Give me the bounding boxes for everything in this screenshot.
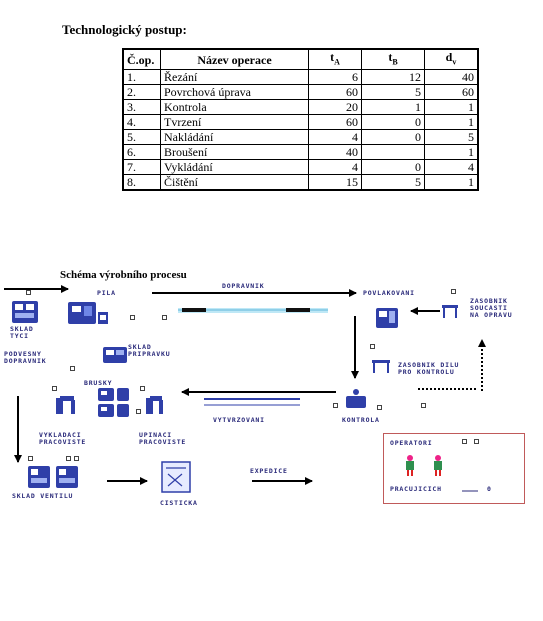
table-header-row: Č.op. Název operace tA tB dv — [122, 48, 479, 71]
status-square — [333, 403, 338, 408]
label-expedice: EXPEDICE — [250, 467, 288, 475]
label-pracujicich: PRACUJICICH — [390, 485, 442, 493]
label-vytvrzovani: VYTVRZOVANI — [213, 416, 265, 424]
label-podvesny-dopravnik: PODVESNY DOPRAVNIK — [4, 350, 47, 365]
status-square — [462, 439, 467, 444]
status-square — [136, 409, 141, 414]
operator-figure-2-icon — [434, 455, 442, 476]
status-square — [474, 439, 479, 444]
pila-icon — [68, 302, 108, 324]
label-operatori: OPERATORI — [390, 439, 433, 447]
label-sklad-pripravku: SKLAD PRIPRAVKU — [128, 343, 171, 358]
cell-ta: 40 — [308, 144, 362, 161]
brusky-icons — [98, 388, 129, 417]
label-zasobnik-soucasti: ZASOBNIK SOUCASTI NA OPRAVU — [470, 297, 513, 319]
cell-ta: 4 — [308, 159, 362, 176]
cell-dv: 4 — [424, 159, 479, 176]
cell-cop: 8. — [122, 174, 161, 191]
status-square — [74, 456, 79, 461]
label-pracujicich-count: 0 — [487, 485, 492, 493]
status-square — [377, 405, 382, 410]
status-square — [28, 456, 33, 461]
table-heading: Technologický postup: — [62, 22, 187, 37]
label-dopravnik: DOPRAVNIK — [222, 282, 265, 290]
status-square — [66, 456, 71, 461]
cell-tb: 0 — [361, 129, 425, 146]
status-square — [140, 386, 145, 391]
sklad-tyci-icon — [12, 301, 38, 323]
status-square — [421, 403, 426, 408]
cell-tb: 5 — [361, 174, 425, 191]
sklad-pripravku-icon — [103, 347, 127, 363]
cell-ta: 15 — [308, 174, 362, 191]
kontrola-icon — [346, 389, 366, 408]
cell-tb: 12 — [361, 69, 425, 86]
label-vykladaci: VYKLADACI PRACOVISTE — [39, 431, 87, 446]
sklad-ventilu-icons — [28, 466, 78, 488]
status-square — [451, 289, 456, 294]
cell-tb: 0 — [361, 159, 425, 176]
status-square — [70, 366, 75, 371]
povlakovani-icon — [376, 308, 398, 328]
cell-name: Čištění — [160, 174, 309, 191]
robot-upinaci-icon — [146, 396, 163, 414]
status-square — [52, 386, 57, 391]
zasobnik-dilu-icon — [372, 360, 390, 373]
cisticka-icon — [161, 461, 191, 493]
cell-dv: 60 — [424, 84, 479, 101]
status-square — [130, 315, 135, 320]
status-square — [162, 315, 167, 320]
col-header-cop: Č.op. — [122, 48, 161, 71]
robot-vykladaci-icon — [56, 396, 75, 414]
label-sklad-tyci: SKLAD TYCI — [10, 325, 34, 340]
label-pila: PILA — [97, 289, 116, 297]
operators-panel — [383, 433, 525, 504]
label-brusky: BRUSKY — [84, 379, 113, 387]
status-square — [26, 290, 31, 295]
cell-dv: 1 — [424, 174, 479, 191]
label-povlakovani: POVLAKOVANI — [363, 289, 415, 297]
conveyor-dopravnik — [178, 308, 328, 313]
diagram-heading: Schéma výrobního procesu — [60, 269, 187, 281]
cell-name: Vykládání — [160, 159, 309, 176]
zasobnik-table-icon — [442, 305, 458, 318]
operator-figure-1-icon — [406, 455, 414, 476]
label-sklad-ventilu: SKLAD VENTILU — [12, 492, 74, 500]
label-upinaci: UPINACI PRACOVISTE — [139, 431, 187, 446]
label-kontrola: KONTROLA — [342, 416, 380, 424]
cell-ta: 60 — [308, 84, 362, 101]
label-cisticka: CISTICKA — [160, 499, 198, 507]
label-zasobnik-dilu: ZASOBNIK DILU PRO KONTROLU — [398, 361, 460, 376]
status-square — [370, 344, 375, 349]
